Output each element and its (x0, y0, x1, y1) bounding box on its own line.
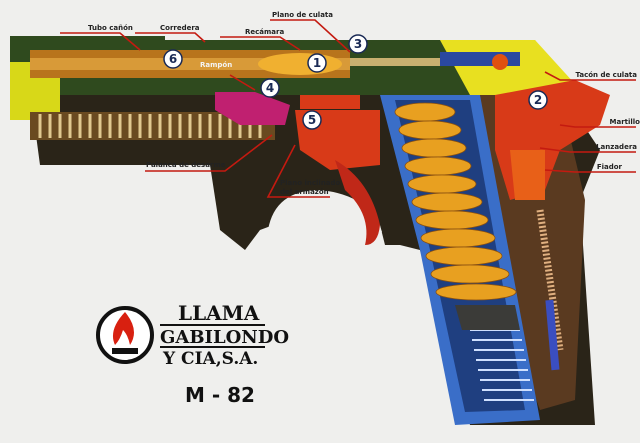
chambered-cartridge (258, 53, 342, 75)
sear (510, 150, 545, 200)
magazine-follower (455, 305, 520, 330)
marker-4: 4 (266, 81, 274, 95)
label-corredera: Corredera (160, 24, 200, 32)
label-recamara: Recámara (245, 28, 284, 36)
recoil-spring (38, 114, 262, 138)
firing-pin-spring (350, 58, 440, 66)
rear-sight (492, 54, 508, 70)
label-palanca-desarme: Palanca de desarme (146, 161, 226, 169)
marker-1: 1 (313, 56, 321, 70)
brand-line-2: GABILONDO (160, 327, 289, 348)
cartridges (394, 102, 517, 301)
mainspring-strut (545, 299, 560, 371)
label-fiador: Fiador (597, 163, 623, 171)
barrel-link (215, 92, 290, 125)
label-tacon-culata: Tacón de culata (576, 71, 638, 79)
label-plano-culata: Plano de culata (272, 11, 333, 19)
mainspring (536, 209, 564, 351)
label-rampon: Rampón (200, 61, 232, 69)
leader-lines (60, 19, 636, 198)
marker-6: 6 (169, 52, 177, 66)
firing-pin (440, 52, 520, 66)
label-plano-inclinado-2: del armazón (280, 188, 329, 196)
trigger-guard-hole (268, 190, 382, 240)
label-martillo: Martillo (610, 118, 640, 126)
model-name: M - 82 (185, 383, 255, 407)
flame-logo (96, 306, 154, 364)
brand-line-1: LLAMA (178, 301, 260, 325)
label-lanzadera: Lanzadera (596, 143, 637, 151)
trigger-bar (300, 95, 360, 109)
marker-2: 2 (534, 93, 542, 107)
label-tubo-canon: Tubo cañón (88, 24, 133, 32)
brand-line-3: Y CIA,S.A. (162, 349, 258, 369)
markers (163, 34, 548, 130)
marker-5: 5 (308, 113, 316, 127)
label-plano-inclinado-1: Plano inclinado (280, 179, 341, 187)
trigger (335, 160, 380, 245)
marker-3: 3 (354, 37, 362, 51)
